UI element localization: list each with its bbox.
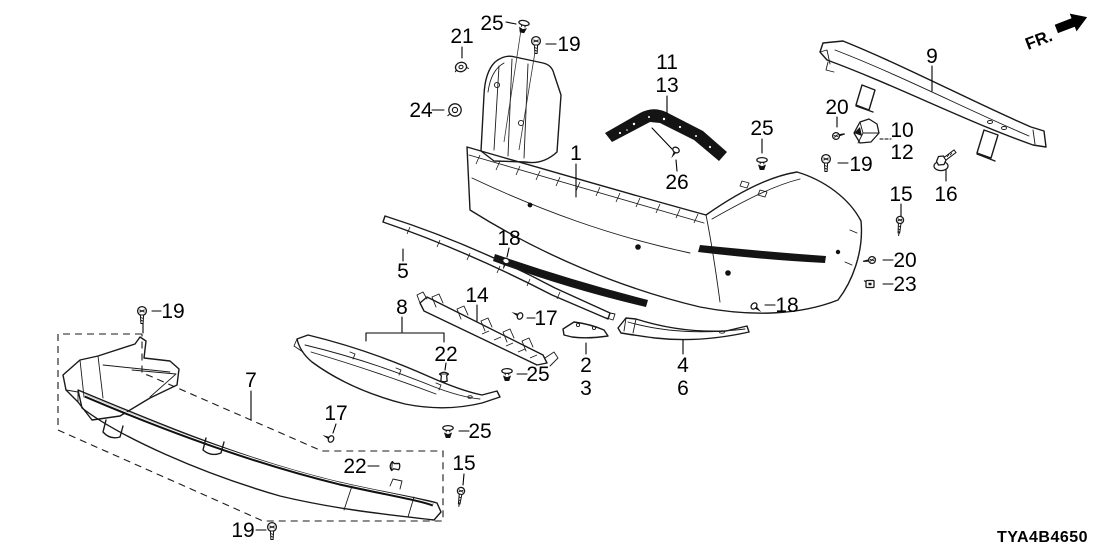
diagram-code: TYA4B4650 xyxy=(997,529,1088,546)
trim-clip-icon xyxy=(438,371,450,383)
callout-23[interactable]: 23 xyxy=(893,273,916,296)
rivet-screw-icon xyxy=(861,255,877,266)
push-clip-icon xyxy=(501,367,513,382)
callout-25[interactable]: 25 xyxy=(750,117,773,140)
lower-garnish-part-4-6 xyxy=(617,317,750,341)
callout-15[interactable]: 15 xyxy=(452,452,475,475)
callout-17[interactable]: 17 xyxy=(324,402,347,425)
callout-19[interactable]: 19 xyxy=(557,33,580,56)
sensor-clamp-part-10-12 xyxy=(853,118,892,144)
leader-lines xyxy=(142,21,947,531)
callout-6[interactable]: 6 xyxy=(677,377,689,400)
accessory-box-outline xyxy=(57,333,444,522)
lower-grille-part-8 xyxy=(293,334,501,409)
callout-25[interactable]: 25 xyxy=(468,420,491,443)
callout-2[interactable]: 2 xyxy=(580,354,592,377)
trim-part-2-3 xyxy=(562,321,609,339)
push-clip-icon xyxy=(442,424,454,439)
callout-16[interactable]: 16 xyxy=(934,183,957,206)
callout-22[interactable]: 22 xyxy=(434,343,457,366)
callout-15[interactable]: 15 xyxy=(889,183,912,206)
push-clip-icon xyxy=(756,156,768,171)
square-clip-icon xyxy=(863,279,875,289)
callout-19[interactable]: 19 xyxy=(849,153,872,176)
tack-screw-icon xyxy=(509,308,525,321)
callout-4[interactable]: 4 xyxy=(677,354,689,377)
long-screw-icon xyxy=(894,215,905,237)
callout-1[interactable]: 1 xyxy=(570,142,582,165)
callout-7[interactable]: 7 xyxy=(245,369,257,392)
screw-icon xyxy=(266,521,278,541)
screw-icon xyxy=(530,35,542,55)
grommet-icon xyxy=(446,103,462,117)
callout-24[interactable]: 24 xyxy=(409,99,433,122)
bumper-face-part-1 xyxy=(466,146,863,314)
callout-14[interactable]: 14 xyxy=(465,284,489,307)
push-clip-icon xyxy=(516,18,531,35)
callout-10[interactable]: 10 xyxy=(890,119,913,142)
screw-icon xyxy=(820,153,832,173)
callout-18[interactable]: 18 xyxy=(497,227,520,250)
callout-9[interactable]: 9 xyxy=(926,45,938,68)
screw-icon xyxy=(136,305,148,325)
callout-11[interactable]: 11 xyxy=(656,51,678,74)
fr-arrow-icon xyxy=(1054,13,1088,34)
rivet-screw-icon xyxy=(831,129,847,141)
corner-bracket-part-11-13 xyxy=(605,109,727,161)
callout-19[interactable]: 19 xyxy=(161,300,184,323)
callout-25[interactable]: 25 xyxy=(480,12,503,35)
trim-clip-icon xyxy=(389,460,401,472)
callout-5[interactable]: 5 xyxy=(397,260,409,283)
tack-screw-icon xyxy=(667,145,681,161)
callout-19[interactable]: 19 xyxy=(231,519,254,542)
callout-8[interactable]: 8 xyxy=(396,296,408,319)
callout-20[interactable]: 20 xyxy=(893,249,916,272)
upper-garnish-part-5 xyxy=(382,215,616,321)
fr-label: FR. xyxy=(1023,26,1055,54)
rear-spoiler-part-7 xyxy=(62,336,442,521)
callout-26[interactable]: 26 xyxy=(665,171,688,194)
callout-20[interactable]: 20 xyxy=(825,96,848,119)
hex-bolt-icon xyxy=(933,149,957,172)
fastener-guide-lines xyxy=(503,29,536,151)
long-screw-icon xyxy=(454,486,466,508)
callout-13[interactable]: 13 xyxy=(655,74,678,97)
fr-direction-indicator: FR. xyxy=(1023,13,1088,54)
impact-beam-part-9 xyxy=(819,40,1047,162)
callout-3[interactable]: 3 xyxy=(580,377,592,400)
callout-25[interactable]: 25 xyxy=(526,363,549,386)
corner-spacer-part xyxy=(480,55,562,164)
callout-12[interactable]: 12 xyxy=(890,141,913,164)
callout-22[interactable]: 22 xyxy=(343,455,366,478)
callout-17[interactable]: 17 xyxy=(534,307,557,330)
flange-nut-icon xyxy=(452,60,470,74)
tack-screw-icon xyxy=(320,431,336,444)
callout-18[interactable]: 18 xyxy=(775,294,798,317)
bracket-part-14 xyxy=(416,291,559,367)
callout-21[interactable]: 21 xyxy=(450,25,473,48)
